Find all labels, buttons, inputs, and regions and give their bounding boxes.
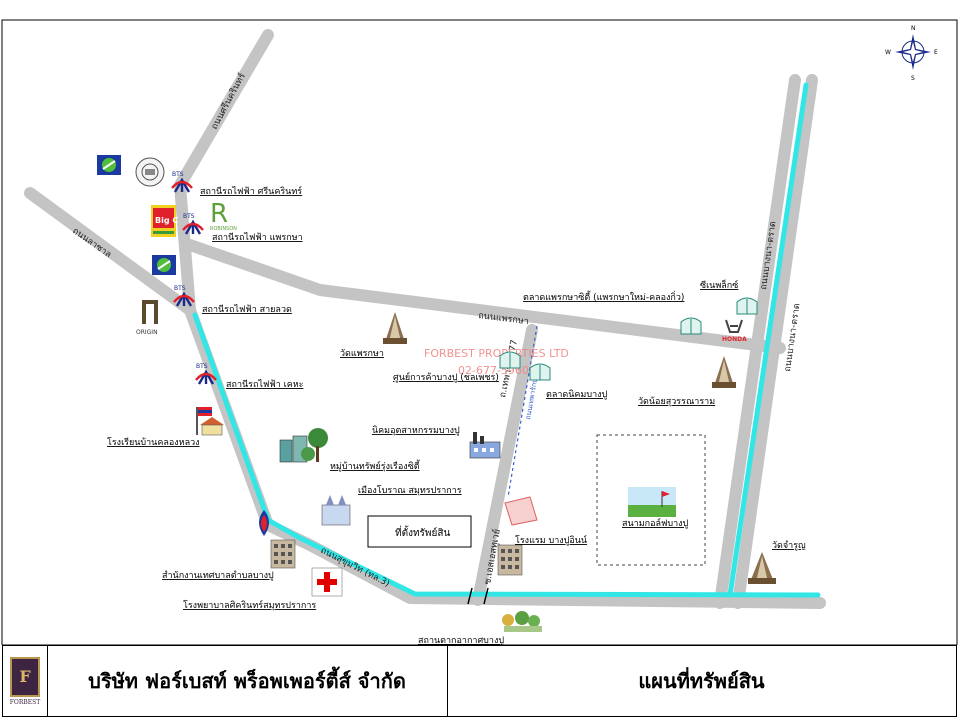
label-shopping-bangpu: ศูนย์การค้าบางปู (ชลเพชร) [393, 371, 499, 383]
label-bts-kheha: สถานีรถไฟฟ้า เคหะ [226, 379, 304, 390]
property-map: ถนนศรีนครินทร์ ถนนลาซาล ถนนแพรกษา ถนนสุข… [1, 19, 958, 646]
village-icon [279, 428, 328, 463]
dashed-route [507, 325, 538, 498]
svg-text:HONDA: HONDA [722, 336, 747, 343]
ancient-city-icon [321, 495, 351, 526]
temple-icon-1 [383, 312, 407, 344]
watermark-name: FORBEST PROPERTIES LTD [424, 347, 569, 360]
robinson-logo-icon: R ROBINSON [210, 199, 237, 232]
label-cinema: ซีเนพล็กซ์ [700, 278, 738, 291]
svg-text:ORIGIN: ORIGIN [136, 329, 158, 336]
label-wat-chamru: วัดจำรูญ [772, 540, 806, 551]
golf-icon [628, 487, 676, 517]
bts-rail-line [192, 82, 821, 598]
svg-text:ROBINSON: ROBINSON [210, 226, 237, 232]
bridge-mark-left [467, 587, 473, 605]
company-name: บริษัท ฟอร์เบสท์ พร็อพเพอร์ตี้ส์ จำกัด [47, 646, 448, 716]
label-district-office: สำนักงานเทศบาลตำบลบางปู [162, 570, 274, 581]
park-icon [502, 611, 542, 632]
svg-text:Big C: Big C [155, 216, 178, 225]
bts-station-icon-3: BTS [173, 285, 195, 307]
compass-w: W [885, 49, 891, 56]
road-bangna-b [732, 74, 818, 609]
label-village: หมู่บ้านทรัพย์รุ่งเรืองซิตี้ [330, 459, 421, 472]
bts-station-icon-2: BTS [182, 213, 204, 235]
road-soi77 [472, 324, 538, 606]
company-logo: F FORBEST [3, 646, 48, 716]
svg-text:BTS: BTS [172, 171, 184, 178]
label-market-nikhom: ตลาดนิคมบางปู [546, 389, 608, 400]
svg-text:BTS: BTS [183, 213, 195, 220]
school-icon [196, 407, 224, 436]
hospital-icon [311, 567, 343, 597]
compass-s: S [911, 75, 915, 82]
road-bangna-a [714, 74, 801, 609]
forbest-logo-icon: F [10, 656, 40, 697]
bank-logo-icon-2 [152, 255, 176, 275]
label-hotel: โรงแรม บางปูอินน์ [515, 534, 587, 546]
emblem-icon [135, 157, 165, 187]
label-golf: สนามกอล์ฟบางปู [622, 517, 689, 529]
compass-n: N [911, 25, 916, 32]
svg-text:BTS: BTS [196, 363, 208, 370]
label-industrial-estate: นิคมอุตสาหกรรมบางปู [372, 425, 460, 436]
label-wat-phraeksa: วัดแพรกษา [340, 349, 384, 359]
bts-station-icon-1: BTS [171, 171, 193, 193]
label-bts-srinakarin: สถานีรถไฟฟ้า ศรีนครินทร์ [200, 185, 302, 197]
temple-icon-3 [748, 552, 776, 584]
map-title: แผนที่ทรัพย์สิน [638, 669, 765, 693]
bigc-logo-icon: Big C [151, 205, 178, 237]
temple-icon-2 [712, 356, 736, 388]
label-market-phraeksa: ตลาดแพรกษาซิตี้ (แพรกษาใหม่-คลองกิ่ว) [523, 290, 684, 303]
district-office-icon [270, 539, 296, 569]
compass-e: E [934, 49, 938, 56]
label-school: โรงเรียนบ้านคลองหลวง [107, 437, 200, 448]
bridge-mark-right [483, 587, 489, 605]
cinema-icon [736, 297, 758, 315]
road-lasalle [24, 187, 196, 316]
label-wat-noi: วัดน้อยสุวรรณาราม [638, 396, 715, 407]
label-bts-phraeksa: สถานีรถไฟฟ้า แพรกษา [212, 232, 303, 243]
origin-logo-icon: ORIGIN [136, 300, 158, 336]
footer-bar: F FORBEST บริษัท ฟอร์เบสท์ พร็อพเพอร์ตี้… [2, 645, 957, 717]
label-weather-station: สถานตากอากาศบางปู [418, 636, 504, 645]
factory-icon [469, 432, 501, 459]
label-hospital: โรงพยาบาลศิครินทร์สมุทรปราการ [183, 599, 316, 611]
label-bts-lasalle: สถานีรถไฟฟ้า สายลวด [202, 304, 292, 315]
road-phraeksa [184, 239, 786, 354]
market-icon-2 [680, 317, 702, 335]
bank-logo-icon-1 [97, 155, 121, 175]
hotel-icon [497, 544, 523, 576]
market-icon-1 [529, 363, 551, 381]
bts-station-icon-4: BTS [195, 363, 217, 385]
shopping-center-icon [499, 351, 521, 369]
svg-text:R: R [210, 199, 228, 229]
target-property-box [367, 515, 472, 548]
target-parcel [504, 496, 538, 526]
compass-rose: N S E W [885, 25, 938, 82]
label-ancient-city: เมืองโบราณ สมุทรปราการ [358, 485, 462, 496]
fuel-station-icon [259, 510, 269, 536]
logo-text: FORBEST [9, 698, 41, 706]
golf-course-area [596, 434, 706, 566]
honda-logo-icon: HONDA [722, 319, 747, 343]
label-target: ที่ตั้งทรัพย์สิน [395, 525, 450, 539]
svg-text:BTS: BTS [174, 285, 186, 292]
